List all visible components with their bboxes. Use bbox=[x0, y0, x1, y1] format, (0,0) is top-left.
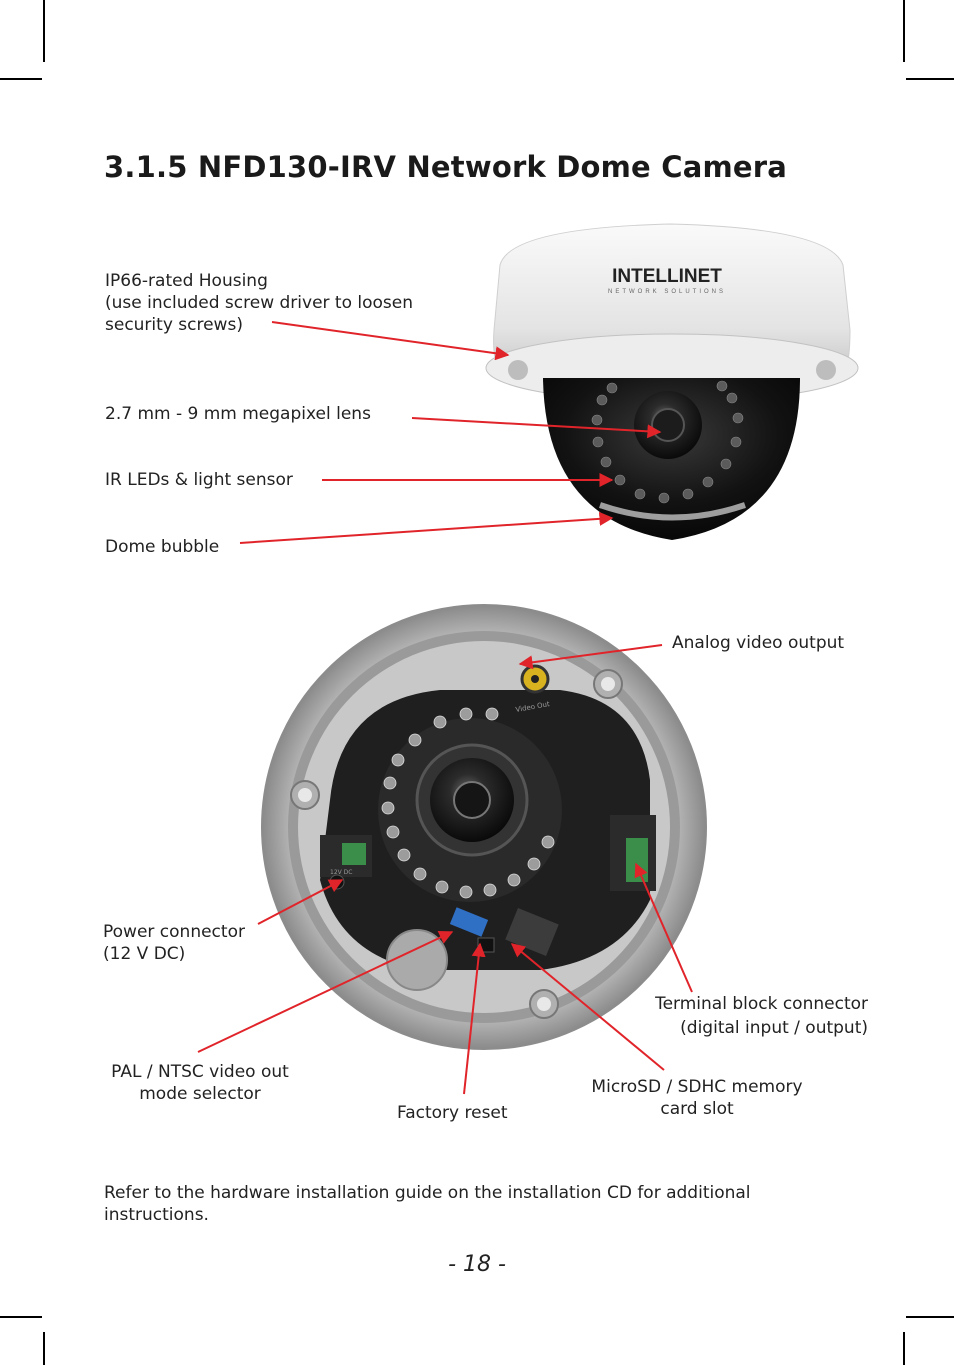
crop-mark bbox=[906, 78, 954, 80]
pal-label: PAL / NTSC video out mode selector bbox=[98, 1061, 302, 1105]
dome-label: Dome bubble bbox=[105, 537, 220, 557]
reset-arrow bbox=[463, 942, 486, 1095]
terminal-label-line: Terminal block connector bbox=[655, 994, 868, 1014]
pal-arrow bbox=[197, 931, 454, 1053]
crop-mark bbox=[0, 1316, 42, 1318]
housing-label: IP66-rated Housing (use included screw d… bbox=[105, 270, 413, 336]
brand-logo: INTELLINET bbox=[612, 266, 722, 287]
top-callout-arrows bbox=[239, 321, 662, 544]
microsd-label: MicroSD / SDHC memory card slot bbox=[576, 1076, 818, 1120]
analog-arrow bbox=[518, 644, 663, 670]
housing-label-line: security screws) bbox=[105, 315, 243, 335]
microsd-label-line: MicroSD / SDHC memory bbox=[591, 1077, 803, 1097]
crop-mark bbox=[903, 1332, 905, 1365]
terminal-label-line: (digital input / output) bbox=[680, 1018, 868, 1038]
dc-silkscreen: 12V DC bbox=[330, 869, 352, 876]
crop-mark bbox=[906, 1316, 954, 1318]
crop-mark bbox=[903, 0, 905, 62]
power-label-line: Power connector bbox=[103, 922, 245, 942]
housing-label-line: IP66-rated Housing bbox=[105, 271, 268, 291]
ir-led-label: IR LEDs & light sensor bbox=[105, 470, 293, 490]
lens-arrow bbox=[411, 417, 662, 439]
interior-camera-photo bbox=[261, 604, 707, 1050]
housing-label-line: (use included screw driver to loosen bbox=[105, 293, 414, 313]
housing-arrow bbox=[271, 321, 510, 361]
lens-label: 2.7 mm - 9 mm megapixel lens bbox=[105, 404, 371, 424]
brand-tagline: NETWORK SOLUTIONS bbox=[608, 289, 726, 295]
footnote: Refer to the hardware installation guide… bbox=[104, 1183, 751, 1225]
pal-label-line: mode selector bbox=[139, 1084, 261, 1104]
page-title: 3.1.5 NFD130-IRV Network Dome Camera bbox=[104, 150, 788, 184]
crop-mark bbox=[43, 0, 45, 62]
power-arrow bbox=[257, 879, 344, 925]
microsd-arrow bbox=[510, 943, 665, 1071]
pal-label-line: PAL / NTSC video out bbox=[111, 1062, 289, 1082]
crop-mark bbox=[0, 78, 42, 80]
terminal-label: Terminal block connector (digital input … bbox=[620, 993, 868, 1039]
bottom-callout-arrows bbox=[197, 644, 693, 1095]
reset-label: Factory reset bbox=[397, 1103, 508, 1123]
terminal-arrow bbox=[634, 862, 693, 993]
analog-label: Analog video output bbox=[672, 633, 845, 653]
power-label: Power connector (12 V DC) bbox=[103, 921, 245, 965]
page-number: - 18 - bbox=[448, 1252, 506, 1277]
dome-camera-photo bbox=[485, 223, 859, 540]
microsd-label-line: card slot bbox=[660, 1099, 734, 1119]
crop-mark bbox=[43, 1332, 45, 1365]
dome-arrow bbox=[239, 511, 614, 544]
power-label-line: (12 V DC) bbox=[103, 944, 186, 964]
